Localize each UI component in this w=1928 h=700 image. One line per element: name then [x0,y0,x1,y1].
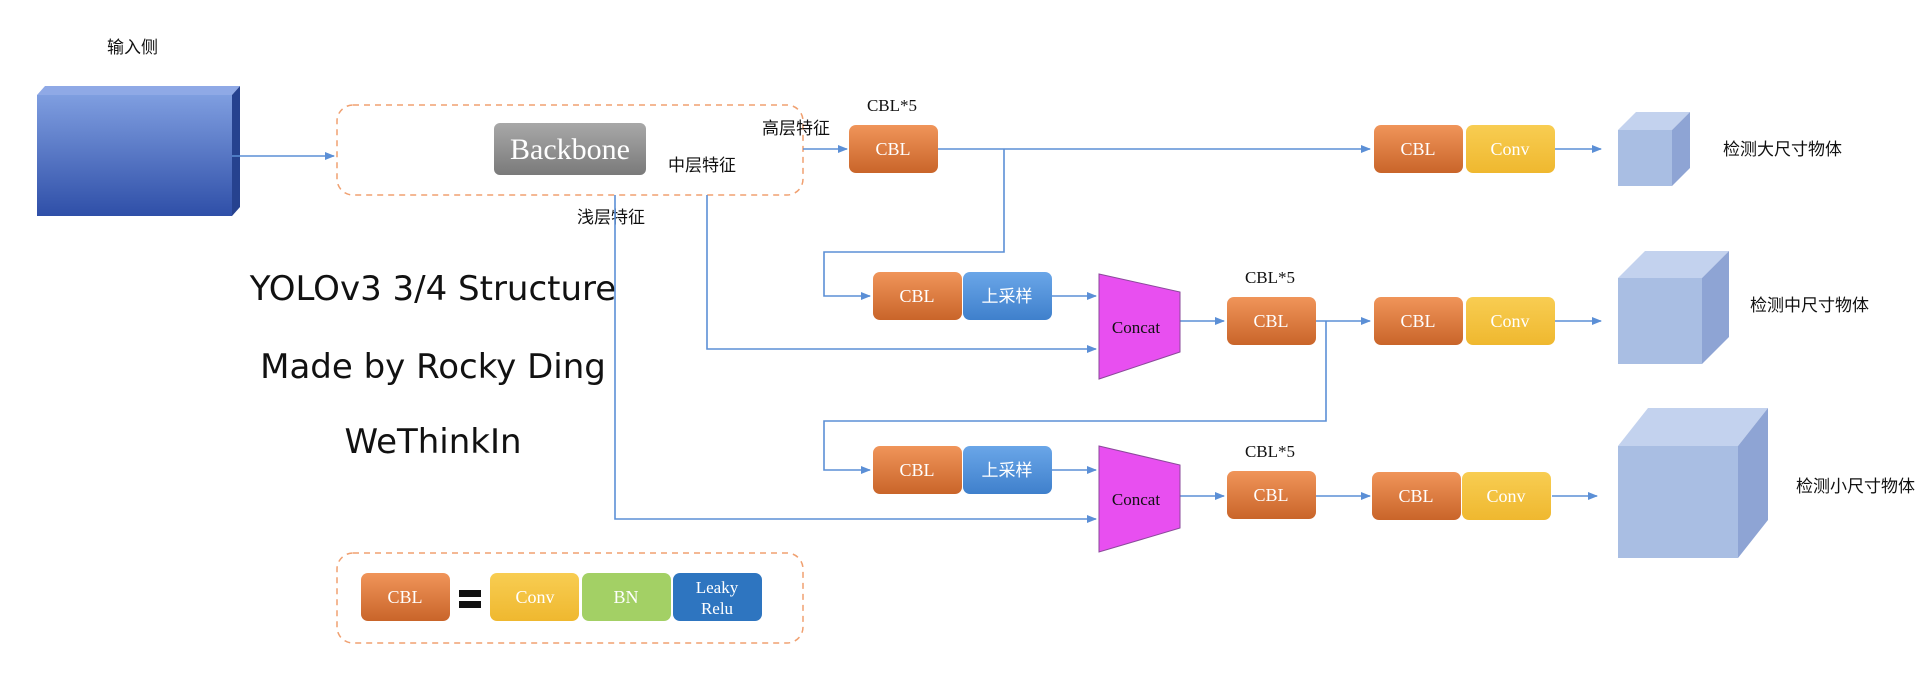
legend-container [336,552,804,644]
svg-text:BN: BN [613,587,638,607]
upsample2-block: 上采样 [963,446,1052,494]
backbone-label: Backbone [510,133,630,166]
cbl-large-block: CBL [1374,125,1463,173]
svg-text:Relu: Relu [701,599,734,618]
concat2-block: Concat [1098,445,1181,553]
cbl-small-block: CBL [1372,472,1461,520]
title-line-2: Made by Rocky Ding [260,347,606,387]
svg-text:Concat: Concat [1112,490,1160,509]
legend-conv-block: Conv [490,573,579,621]
svg-text:Leaky: Leaky [696,578,739,597]
cube-small [1618,408,1768,558]
cbl5-mid-label: CBL*5 [1245,268,1295,287]
cbl5-bottom-label: CBL*5 [1245,442,1295,461]
concat1-block: Concat [1098,273,1181,380]
cbl5-bottom-block: CBL [1227,471,1316,519]
cbl5-top-label: CBL*5 [867,96,917,115]
low-feature-label: 浅层特征 [577,208,645,228]
svg-text:CBL: CBL [1253,485,1288,505]
svg-text:Concat: Concat [1112,318,1160,337]
legend-leaky-relu-block: Leaky Relu [673,573,762,621]
svg-text:CBL: CBL [1398,486,1433,506]
svg-text:CBL: CBL [387,587,422,607]
cbl5-mid-block: CBL [1227,297,1316,345]
svg-text:Conv: Conv [1490,311,1529,331]
backbone-container [336,104,804,196]
detect-medium-label: 检测中尺寸物体 [1750,296,1869,316]
conv-large-block: Conv [1466,125,1555,173]
svg-text:上采样: 上采样 [982,461,1033,481]
detect-small-label: 检测小尺寸物体 [1796,477,1915,497]
cbl-upsample2-block: CBL [873,446,962,494]
high-feature-label: 高层特征 [762,119,830,139]
legend-bn-block: BN [582,573,671,621]
svg-text:CBL: CBL [1400,139,1435,159]
cbl5-top-block: CBL [849,125,938,173]
backbone-block: Backbone [494,123,646,175]
svg-text:Conv: Conv [1486,486,1525,506]
upsample1-block: 上采样 [963,272,1052,320]
svg-text:CBL: CBL [1253,311,1288,331]
mid-feature-label: 中层特征 [668,156,736,176]
cube-medium [1618,251,1729,364]
conv-medium-block: Conv [1466,297,1555,345]
input-side-label: 输入侧 [107,38,158,58]
svg-text:CBL: CBL [1400,311,1435,331]
title-line-1: YOLOv3 3/4 Structure [249,269,616,309]
connector-lines [614,145,1602,523]
cbl-medium-block: CBL [1374,297,1463,345]
legend-equals-sign [459,590,481,608]
title-line-3: WeThinkIn [344,422,521,462]
svg-text:CBL: CBL [875,139,910,159]
cube-large [1618,112,1690,186]
svg-text:CBL: CBL [899,286,934,306]
svg-text:Conv: Conv [1490,139,1529,159]
svg-text:CBL: CBL [899,460,934,480]
cbl-upsample1-block: CBL [873,272,962,320]
svg-text:上采样: 上采样 [982,287,1033,307]
input-block [37,86,240,216]
conv-small-block: Conv [1462,472,1551,520]
svg-text:Conv: Conv [515,587,554,607]
detect-large-label: 检测大尺寸物体 [1723,140,1842,160]
legend-cbl-block: CBL [361,573,450,621]
